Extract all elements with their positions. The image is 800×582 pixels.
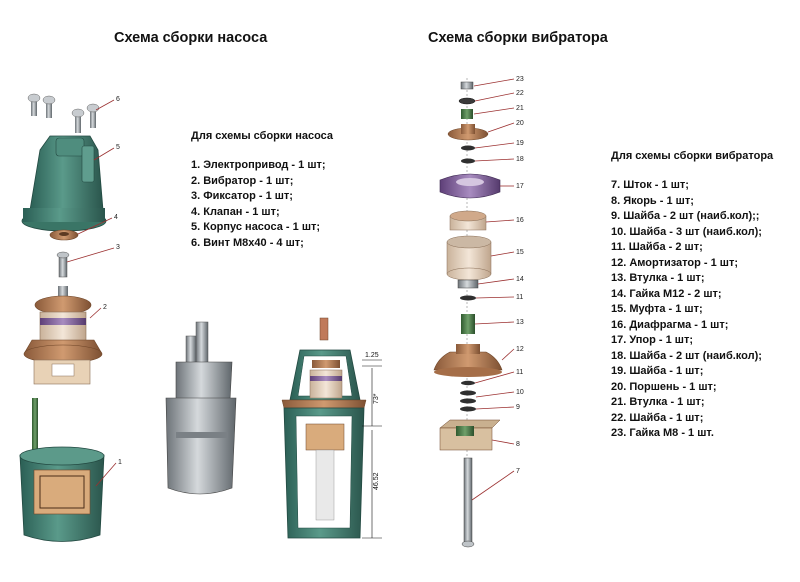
callout-label: 4	[114, 214, 118, 221]
list-item: 17. Упор - 1 шт;	[611, 334, 694, 346]
pump-diagram-title: Схема сборки насоса	[114, 30, 268, 46]
callout-label: 1	[118, 459, 122, 466]
list-item: 12. Амортизатор - 1 шт;	[611, 256, 739, 269]
list-item: 9. Шайба - 2 шт (наиб.кол);;	[611, 210, 760, 222]
list-item: 7. Шток - 1 шт;	[611, 179, 689, 191]
callout-label: 8	[516, 441, 520, 448]
callout-label: 3	[116, 244, 120, 251]
callout-label: 18	[516, 156, 524, 163]
list-item: 16. Диафрагма - 1 шт;	[611, 318, 729, 331]
list-item: 2. Вибратор - 1 шт;	[191, 174, 294, 187]
vibrator-list-heading: Для схемы сборки вибратора	[611, 150, 774, 162]
fixator-part-3	[56, 251, 70, 278]
list-item: 14. Гайка М12 - 2 шт;	[611, 287, 722, 300]
callout-label: 17	[516, 183, 524, 190]
callout-label: 23	[516, 76, 524, 83]
vibrator-part-2	[23, 286, 103, 385]
piston-part-20	[447, 124, 489, 141]
nut-part-14	[457, 279, 479, 289]
callout-label: 15	[516, 249, 524, 256]
washer-part-10	[460, 398, 476, 404]
list-item: 4. Клапан - 1 шт;	[191, 205, 280, 218]
list-item: 1. Электропривод - 1 шт;	[191, 159, 326, 171]
vibrator-parts-list: 7. Шток - 1 шт; 8. Якорь - 1 шт; 9. Шайб…	[611, 178, 762, 442]
callout-label: 2	[103, 304, 107, 311]
stop-part-17	[439, 173, 501, 199]
callout-label: 16	[516, 217, 524, 224]
pump-cutaway-drawing: 1.25 73* 46.52	[281, 317, 382, 539]
washer-part-11	[460, 295, 476, 301]
list-item: 11. Шайба - 2 шт;	[611, 241, 703, 253]
list-item: 5. Корпус насоса - 1 шт;	[191, 221, 321, 234]
dimension-label: 73*	[373, 393, 380, 404]
callout-label: 10	[516, 389, 524, 396]
dimension-label: 46.52	[373, 472, 380, 490]
washer-part-22	[458, 97, 476, 105]
bushing-part-21	[461, 109, 473, 119]
list-item: 8. Якорь - 1 шт;	[611, 194, 694, 207]
washer-part-18	[461, 158, 475, 164]
pump-list-heading: Для схемы сборки насоса	[191, 130, 334, 142]
vibrator-exploded-view: 23 22 21 20 19 18 17 16 15 14 11 13 12 1…	[433, 76, 524, 548]
list-item: 3. Фиксатор - 1 шт;	[191, 190, 293, 203]
washer-part-10	[460, 390, 476, 396]
washer-part-11	[461, 380, 475, 386]
vibrator-diagram-title: Схема сборки вибратора	[428, 30, 608, 46]
list-item: 20. Поршень - 1 шт;	[611, 380, 717, 393]
list-item: 13. Втулка - 1 шт;	[611, 272, 705, 284]
pump-housing-part-5	[21, 135, 107, 232]
diaphragm-part-16	[449, 210, 487, 231]
callout-label: 22	[516, 90, 524, 97]
dimension-label: 1.25	[365, 352, 379, 359]
coupling-part-15	[446, 235, 492, 281]
washer-part-9	[460, 406, 476, 412]
valve-part-4	[49, 229, 79, 241]
electric-drive-part-1	[19, 398, 105, 542]
callout-label: 5	[116, 144, 120, 151]
armature-part-8	[439, 419, 501, 451]
list-item: 22. Шайба - 1 шт;	[611, 411, 704, 424]
shock-absorber-part-12	[433, 344, 503, 377]
list-item: 10. Шайба - 3 шт (наиб.кол);	[611, 225, 762, 238]
list-item: 15. Муфта - 1 шт;	[611, 303, 703, 315]
callout-label: 11	[516, 294, 523, 301]
callout-label: 14	[516, 276, 524, 283]
bushing-part-13	[461, 314, 475, 334]
screws-part-6	[27, 93, 100, 133]
callout-label: 11	[516, 369, 523, 376]
callout-label: 12	[516, 346, 524, 353]
washer-part-19	[461, 145, 475, 151]
nut-part-23	[460, 81, 474, 90]
pump-parts-list: 1. Электропривод - 1 шт; 2. Вибратор - 1…	[191, 158, 326, 252]
pump-exploded-view: 6 5 4 3 2 1	[19, 93, 122, 542]
callout-label: 21	[516, 105, 524, 112]
assembled-pump-illustration	[165, 321, 237, 495]
callout-label: 9	[516, 404, 520, 411]
list-item: 21. Втулка - 1 шт;	[611, 396, 705, 408]
callout-label: 19	[516, 140, 524, 147]
rod-part-7	[461, 457, 475, 548]
list-item: 23. Гайка М8 - 1 шт.	[611, 427, 714, 439]
callout-label: 6	[116, 96, 120, 103]
list-item: 19. Шайба - 1 шт;	[611, 365, 704, 377]
callout-label: 13	[516, 319, 524, 326]
callout-label: 20	[516, 120, 524, 127]
list-item: 18. Шайба - 2 шт (наиб.кол);	[611, 349, 762, 362]
list-item: 6. Винт М8х40 - 4 шт;	[191, 236, 304, 249]
callout-label: 7	[516, 468, 520, 475]
